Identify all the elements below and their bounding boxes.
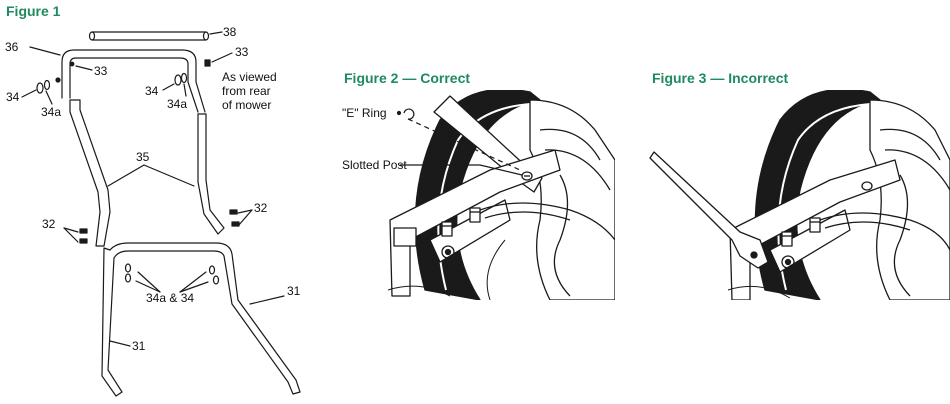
handle-bracket — [389, 149, 561, 297]
view-note-line-1: As viewed — [222, 70, 277, 84]
label-part-34a-34: 34a & 34 — [146, 291, 195, 305]
view-note-line-2: from rear — [222, 84, 271, 98]
label-slotted-post: Slotted Post — [342, 158, 407, 172]
label-part-33-right: 33 — [235, 45, 249, 59]
handle-bracket — [729, 159, 901, 300]
bolt-33-left — [69, 61, 93, 71]
correct-assembly-drawing — [387, 90, 615, 300]
figure-1-title: Figure 1 — [6, 3, 61, 19]
washers-34a34-lower — [124, 263, 220, 293]
grip-tube-38 — [88, 31, 223, 41]
label-part-34a-left: 34a — [41, 105, 62, 119]
handle-assembly-drawing — [21, 31, 301, 397]
label-part-34-left: 34 — [6, 90, 20, 104]
figure-1-panel: Figure 1 — [0, 0, 320, 404]
figure-3-title: Figure 3 — Incorrect — [652, 70, 789, 86]
figure-2-title: Figure 2 — Correct — [344, 70, 471, 86]
middle-handle-35-left — [69, 99, 111, 247]
washers-34-right — [162, 72, 188, 97]
label-part-32-left: 32 — [42, 217, 56, 231]
handle-tube-incorrect — [649, 151, 769, 269]
figure-2-panel: Figure 2 — Correct — [330, 0, 620, 404]
view-note: As viewed from rear of mower — [222, 70, 277, 112]
lower-handle-31 — [101, 242, 301, 397]
washers-34-left — [21, 77, 61, 105]
bolt-33-right — [204, 52, 233, 67]
label-part-36: 36 — [5, 40, 19, 54]
bolts-32-left — [63, 227, 88, 244]
e-ring-icon — [403, 108, 415, 120]
upper-handle-36 — [29, 46, 206, 113]
middle-handle-35-right — [197, 113, 225, 235]
label-part-35: 35 — [136, 150, 150, 164]
label-part-32-right: 32 — [254, 201, 268, 215]
bolts-32-right — [229, 209, 253, 227]
label-part-38: 38 — [223, 25, 237, 39]
label-part-33-left: 33 — [94, 64, 108, 78]
label-part-31-right: 31 — [287, 284, 301, 298]
label-part-34-right: 34 — [145, 84, 159, 98]
figure-3-panel: Figure 3 — Incorrect — [640, 0, 950, 404]
label-part-31-left: 31 — [132, 339, 146, 353]
incorrect-assembly-drawing — [649, 90, 950, 300]
callout-35 — [107, 164, 195, 187]
view-note-line-3: of mower — [222, 98, 272, 112]
label-e-ring: "E" Ring — [342, 106, 387, 120]
label-part-34a-right: 34a — [167, 97, 188, 111]
